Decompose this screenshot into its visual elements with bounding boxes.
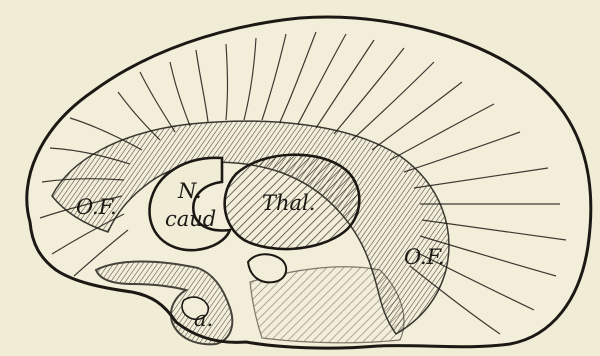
label-nucleus-caudatus-line1: N. [177, 179, 202, 203]
label-left-tract: O.F. [76, 195, 117, 219]
label-thalamus: Thal. [262, 191, 315, 215]
label-lower: a. [194, 307, 213, 331]
label-right-tract: O.F. [404, 245, 445, 269]
label-nucleus-caudatus-line2: caud [165, 207, 216, 231]
